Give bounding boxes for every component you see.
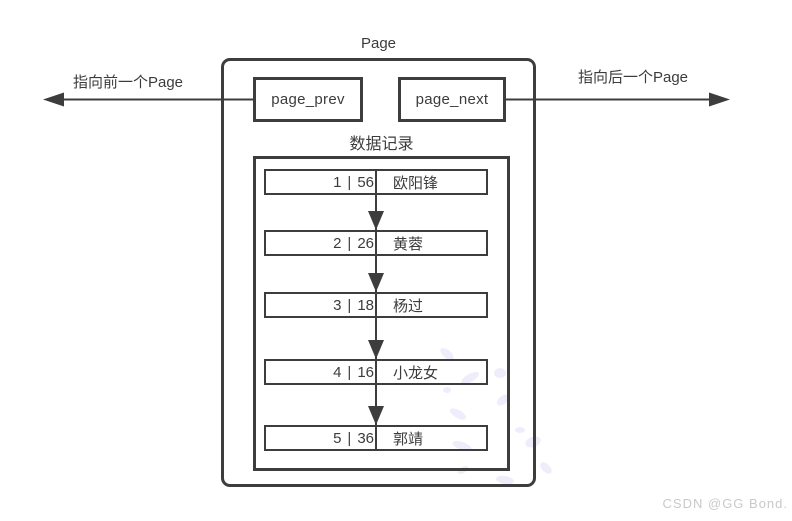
pipe-separator: | — [347, 296, 352, 314]
record-id-age: 4 | 16 — [266, 364, 382, 381]
record-name: 杨过 — [393, 297, 424, 315]
record-name: 小龙女 — [393, 364, 439, 382]
pipe-separator: | — [347, 173, 352, 191]
page-prev-box: page_prev — [253, 77, 363, 122]
pipe-separator: | — [347, 234, 352, 252]
record-name: 郭靖 — [393, 430, 424, 448]
page-prev-label: page_prev — [271, 91, 345, 108]
records-box — [253, 156, 510, 471]
record-id-age: 3 | 18 — [266, 297, 382, 314]
record-row: 5 | 36 郭靖 — [264, 425, 488, 451]
record-id-age: 5 | 36 — [266, 430, 382, 447]
page-next-box: page_next — [398, 77, 506, 122]
records-section-label: 数据记录 — [349, 136, 414, 153]
watermark-text: CSDN @GG Bond. — [662, 496, 788, 511]
record-id: 3 — [333, 296, 342, 314]
record-age: 16 — [357, 363, 374, 381]
page-box — [221, 58, 536, 487]
record-name: 黄蓉 — [393, 235, 424, 253]
record-id: 4 — [333, 363, 342, 381]
page-next-label: page_next — [415, 91, 489, 108]
record-row: 2 | 26 黄蓉 — [264, 230, 488, 256]
pipe-separator: | — [347, 363, 352, 381]
page-title: Page — [360, 35, 397, 52]
record-age: 18 — [357, 296, 374, 314]
record-row: 1 | 56 欧阳锋 — [264, 169, 488, 195]
record-id: 1 — [333, 173, 342, 191]
record-id-age: 2 | 26 — [266, 235, 382, 252]
record-id: 5 — [333, 429, 342, 447]
record-age: 56 — [357, 173, 374, 191]
record-name: 欧阳锋 — [393, 174, 439, 192]
prev-arrow-label: 指向前一个Page — [72, 74, 184, 91]
watermark-shape — [540, 462, 552, 474]
prev-arrowhead-icon — [43, 92, 64, 107]
next-arrowhead-icon — [709, 92, 730, 107]
record-age: 26 — [357, 234, 374, 252]
next-arrow-label: 指向后一个Page — [577, 69, 689, 86]
record-id: 2 — [333, 234, 342, 252]
pipe-separator: | — [347, 429, 352, 447]
record-row: 3 | 18 杨过 — [264, 292, 488, 318]
record-row: 4 | 16 小龙女 — [264, 359, 488, 385]
record-id-age: 1 | 56 — [266, 174, 382, 191]
record-age: 36 — [357, 429, 374, 447]
